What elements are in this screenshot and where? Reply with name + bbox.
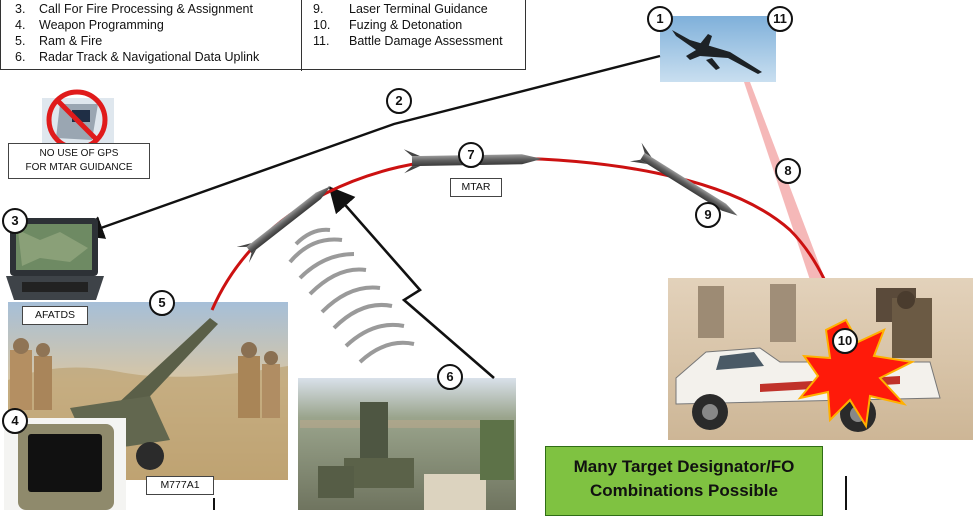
legend-item-11: 11. Battle Damage Assessment: [313, 33, 503, 49]
uav-photo: [660, 16, 776, 82]
m777a1-label: M777A1: [146, 476, 214, 495]
legend-item-3: 3. Call For Fire Processing & Assignment: [15, 1, 253, 17]
explosion-icon: [797, 318, 916, 429]
legend-num: 9.: [313, 2, 324, 16]
step-7-marker: 7: [458, 142, 484, 168]
legend-text: Ram & Fire: [39, 34, 103, 48]
legend-item-6: 6. Radar Track & Navigational Data Uplink: [15, 49, 259, 65]
legend-box: 3.Call For Fire Processing & Assignment …: [0, 0, 526, 71]
no-gps-label-line2: FOR MTAR GUIDANCE: [25, 162, 133, 173]
step-6-marker: 6: [437, 364, 463, 390]
no-gps-label: NO USE OF GPS FOR MTAR GUIDANCE: [8, 143, 150, 179]
legend-num: 11.: [313, 34, 330, 48]
step-2-marker: 2: [386, 88, 412, 114]
step-4-marker: 4: [2, 408, 28, 434]
step-3-marker: 3: [2, 208, 28, 234]
data-link-arrow: [79, 54, 661, 239]
radar-waves: [288, 227, 415, 364]
step-5-marker: 5: [149, 290, 175, 316]
handheld-terminal-icon: [4, 418, 126, 510]
step-10-marker: 10: [832, 328, 858, 354]
legend-text: Weapon Programming: [39, 18, 164, 32]
no-gps-label-line1: NO USE OF GPS: [39, 148, 119, 159]
uav-icon: [672, 30, 762, 74]
radar-uplink-arrow: [328, 186, 495, 379]
legend-divider: [301, 0, 302, 71]
callout-box: Many Target Designator/FO Combinations P…: [545, 446, 823, 516]
legend-item-10: 10. Fuzing & Detonation: [313, 17, 462, 33]
legend-text: Laser Terminal Guidance: [349, 2, 488, 16]
legend-num: 6.: [15, 50, 26, 64]
legend-num: 10.: [313, 18, 331, 32]
radar-station-photo: [298, 378, 516, 510]
legend-item-4: 4. Weapon Programming: [15, 17, 164, 33]
rugged-laptop-icon: [6, 218, 104, 300]
legend-num: 3.: [15, 2, 26, 16]
afatds-label: AFATDS: [22, 306, 88, 325]
mtar-label: MTAR: [450, 178, 502, 197]
mtar-projectile: [236, 185, 331, 263]
legend-text: Call For Fire Processing & Assignment: [39, 2, 253, 16]
mtar-projectile: [629, 142, 738, 216]
callout-line2: Combinations Possible: [590, 481, 778, 500]
step-8-marker: 8: [775, 158, 801, 184]
step-9-marker: 9: [695, 202, 721, 228]
legend-text: Fuzing & Detonation: [349, 18, 463, 32]
legend-num: 4.: [15, 18, 26, 32]
legend-item-9: 9. Laser Terminal Guidance: [313, 1, 488, 17]
legend-text: Radar Track & Navigational Data Uplink: [39, 50, 260, 64]
callout-line1: Many Target Designator/FO: [573, 457, 795, 476]
step-11-marker: 11: [767, 6, 793, 32]
no-gps-icon: [42, 89, 114, 151]
step-1-marker: 1: [647, 6, 673, 32]
legend-text: Battle Damage Assessment: [349, 34, 503, 48]
legend-item-5: 5. Ram & Fire: [15, 33, 102, 49]
legend-num: 5.: [15, 34, 26, 48]
